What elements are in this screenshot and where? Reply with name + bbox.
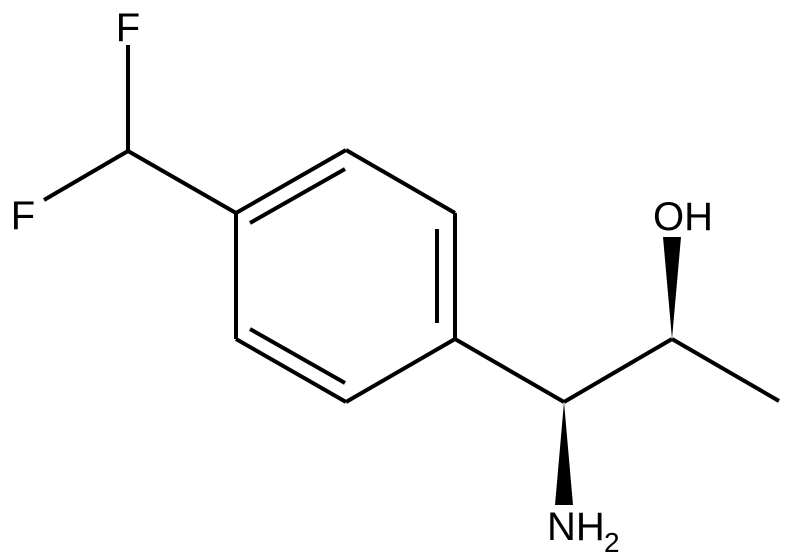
- atom-label-f-left: F: [11, 194, 35, 238]
- wedge-bond-c2-o: [663, 237, 681, 339]
- bond-ring-c1: [453, 337, 566, 404]
- bond-chf2-ring: [127, 149, 237, 215]
- bond-c-f-left: [42, 149, 130, 202]
- atom-label-hydroxyl: OH: [653, 195, 713, 239]
- ring-bond: [344, 337, 457, 404]
- ring-double-bond: [249, 327, 346, 385]
- wedge-bond-c1-n: [555, 402, 573, 505]
- atom-label-amine: NH: [547, 505, 605, 549]
- atom-label-f-top: F: [116, 6, 140, 50]
- benzene-ring: [234, 148, 457, 404]
- ring-bond: [235, 148, 347, 215]
- bond-c2-methyl: [670, 337, 781, 403]
- atom-label-amine-subscript: 2: [604, 527, 620, 558]
- ring-double-bond: [249, 167, 346, 225]
- bond-c1-c2: [562, 337, 674, 404]
- ring-bond: [235, 337, 347, 404]
- ring-bond: [344, 148, 457, 215]
